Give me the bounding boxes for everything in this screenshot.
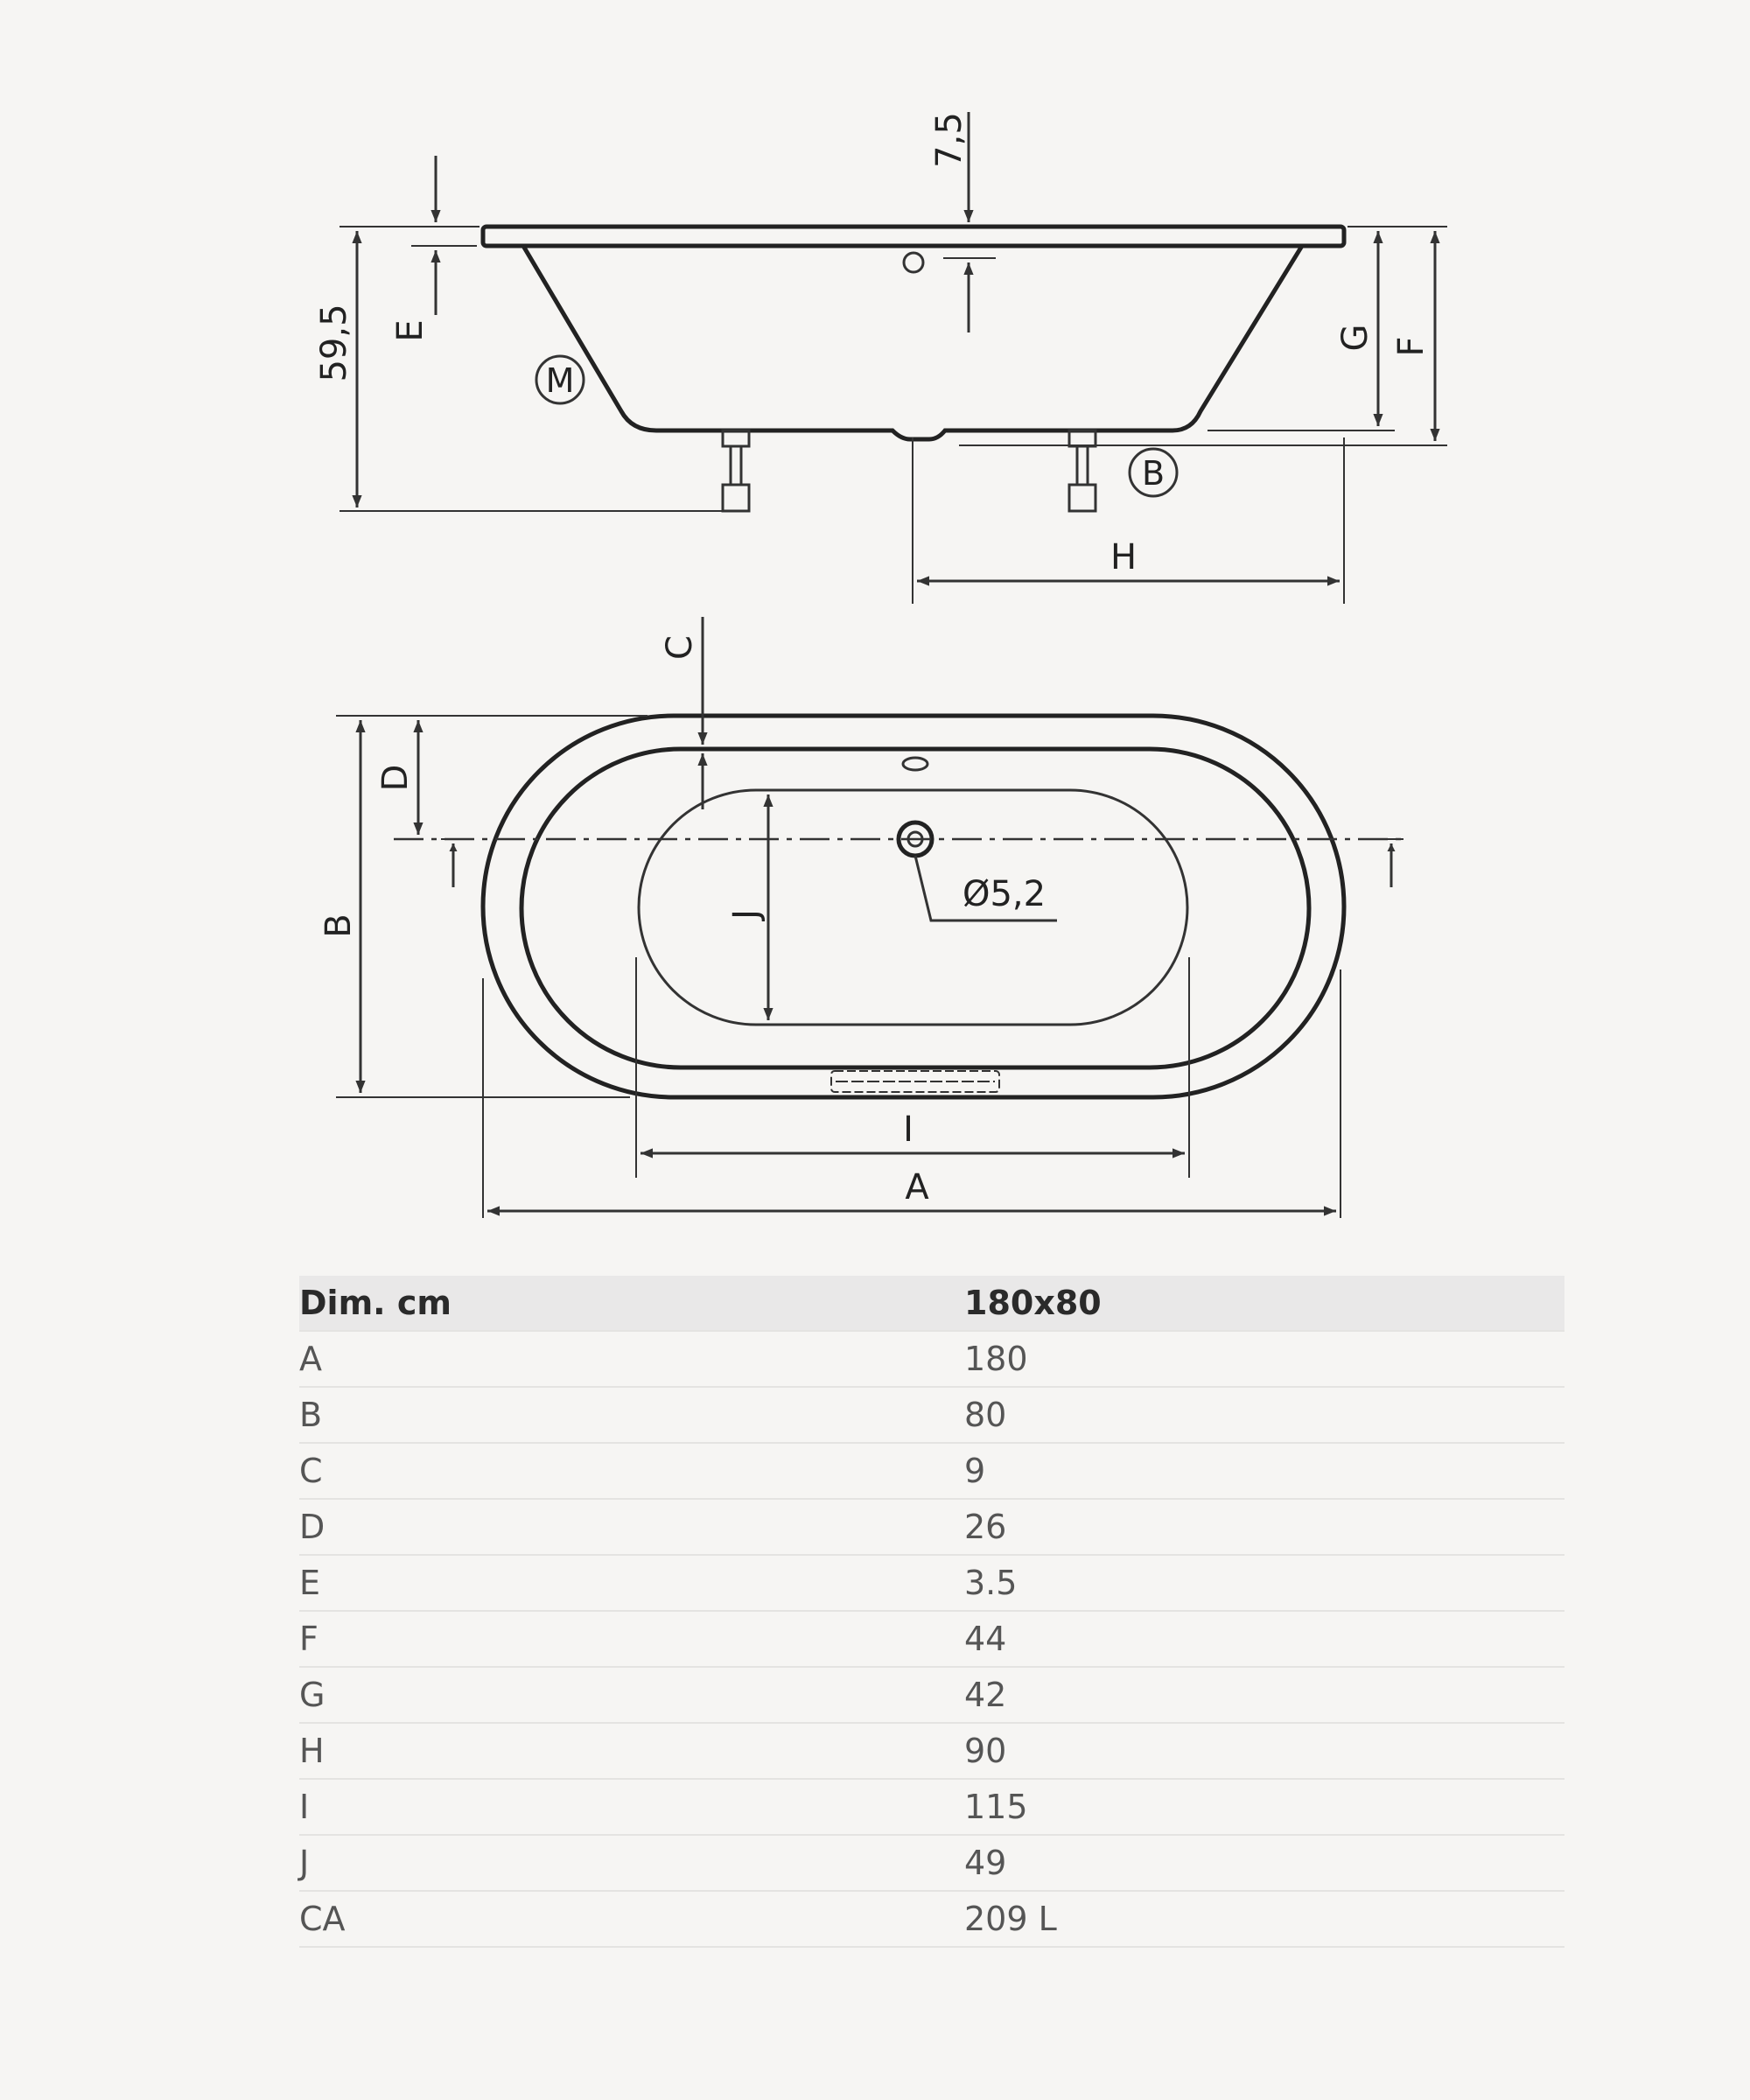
- foot-right: [1068, 429, 1097, 513]
- tub-rim: [480, 224, 1347, 248]
- dimension-value: 80: [964, 1387, 1564, 1444]
- label-59-5: 59,5: [314, 304, 354, 382]
- dimension-name: I: [299, 1779, 964, 1836]
- label-B-circle: B: [1142, 454, 1165, 493]
- dimension-name: D: [299, 1499, 964, 1556]
- label-D: D: [375, 765, 416, 792]
- table-header-row: Dim. cm 180x80: [299, 1276, 1564, 1332]
- label-H: H: [1110, 537, 1137, 578]
- tub-outer-outline: [480, 713, 1347, 1100]
- label-diameter: Ø5,2: [962, 874, 1046, 914]
- tub-inner-rim: [519, 746, 1312, 1070]
- label-B: B: [318, 914, 359, 937]
- header-dim: Dim. cm: [299, 1276, 964, 1332]
- label-7-5: 7,5: [929, 112, 970, 168]
- overflow-top: [901, 756, 929, 772]
- dimension-name: B: [299, 1387, 964, 1444]
- label-J: J: [726, 909, 766, 922]
- dimension-name: C: [299, 1443, 964, 1500]
- material-M-circle: [535, 354, 585, 405]
- tub-floor: [637, 788, 1189, 1026]
- tub-basin-side: [521, 244, 1305, 442]
- label-M: M: [546, 361, 575, 400]
- dimension-name: F: [299, 1611, 964, 1668]
- label-I: I: [903, 1110, 914, 1150]
- dimension-name: G: [299, 1667, 964, 1724]
- dimension-value: 209 L: [964, 1891, 1564, 1948]
- dimension-value: 44: [964, 1611, 1564, 1668]
- dimension-value: 42: [964, 1667, 1564, 1724]
- dimension-name: A: [299, 1331, 964, 1388]
- header-size: 180x80: [964, 1276, 1564, 1332]
- top-view: Ø5,2 B D C J I A: [318, 617, 1409, 1218]
- dimension-value: 3.5: [964, 1555, 1564, 1612]
- label-F: F: [1391, 336, 1432, 356]
- dimension-name: E: [299, 1555, 964, 1612]
- dimension-value: 115: [964, 1779, 1564, 1836]
- dimension-value: 9: [964, 1443, 1564, 1500]
- overflow-hole: [902, 251, 925, 274]
- bathtub-technical-drawing: 59,5 E M 7,5 G F B H: [314, 112, 1447, 1218]
- label-E: E: [390, 319, 430, 341]
- foot-left: [721, 429, 751, 513]
- side-view: 59,5 E M 7,5 G F B H: [314, 112, 1447, 604]
- dimension-value: 180: [964, 1331, 1564, 1388]
- label-G: G: [1335, 325, 1376, 352]
- dimension-value: 90: [964, 1723, 1564, 1780]
- B-circle: [1128, 447, 1179, 498]
- dimension-value: 26: [964, 1499, 1564, 1556]
- dimension-value: 49: [964, 1835, 1564, 1892]
- label-A: A: [905, 1167, 929, 1208]
- dimension-name: CA: [299, 1891, 964, 1948]
- dimension-name: J: [299, 1835, 964, 1892]
- handle-recess: [830, 1070, 1000, 1093]
- label-C: C: [660, 635, 700, 660]
- dimension-name: H: [299, 1723, 964, 1780]
